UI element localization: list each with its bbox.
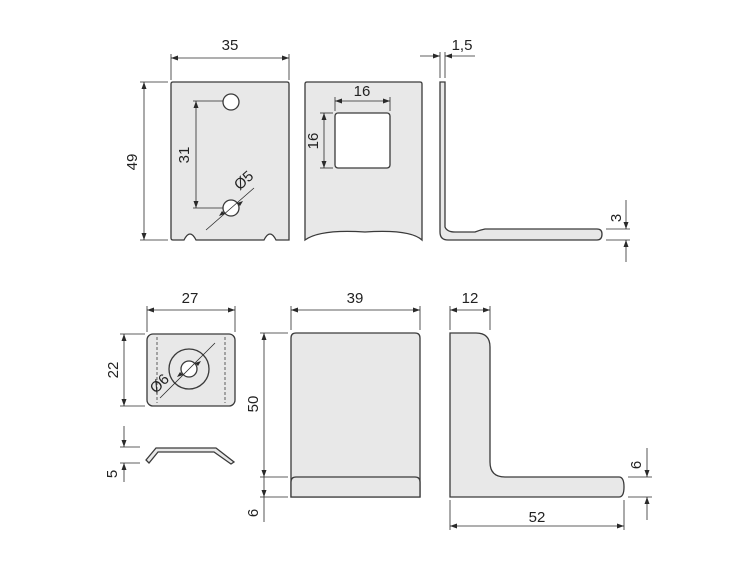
dim-label-6-front: 6: [245, 509, 262, 517]
dimension-foot-3: 3: [606, 200, 630, 262]
dim-label-39: 39: [347, 290, 364, 307]
dim-label-49: 49: [124, 154, 141, 171]
dim-label-22: 22: [105, 362, 122, 379]
plate-profile-view-e: [145, 447, 236, 465]
dimension-side-foot-6: 6: [628, 448, 652, 520]
dimension-plate-depth-5: 5: [104, 426, 140, 482]
dim-label-6-side: 6: [628, 461, 645, 469]
dimension-plate-width-27: 27: [146, 290, 236, 332]
dim-label-16-width: 16: [354, 83, 371, 100]
dimension-height-49: 49: [124, 81, 168, 241]
bracket-side-view-g: [449, 332, 625, 498]
bracket-front-view-f: [290, 332, 421, 498]
dim-label-35: 35: [222, 37, 239, 54]
dimension-width-35: 35: [170, 37, 290, 80]
square-window: [334, 112, 391, 169]
dim-label-5: 5: [104, 470, 121, 478]
bracket-front-view-a: [170, 81, 290, 241]
dim-label-16-height: 16: [305, 133, 322, 150]
dimension-thickness-1-5: 1,5: [420, 37, 475, 78]
dim-label-50: 50: [245, 396, 262, 413]
dimension-side-length-52: 52: [449, 500, 625, 530]
dimension-side-top-12: 12: [449, 290, 491, 330]
upper-hole: [222, 93, 240, 111]
dim-label-1-5: 1,5: [452, 37, 473, 54]
dim-label-12: 12: [462, 290, 479, 307]
dim-label-3: 3: [608, 214, 625, 222]
dimension-plate-height-22: 22: [105, 333, 145, 407]
dimension-hole-spacing-31: 31: [176, 100, 223, 209]
dim-label-52: 52: [529, 509, 546, 526]
dim-label-27: 27: [182, 290, 199, 307]
dimension-front-width-39: 39: [290, 290, 421, 330]
bracket-front-view-b: [304, 81, 423, 242]
dimension-front-foot-6: 6: [245, 477, 288, 522]
dim-label-31: 31: [176, 147, 193, 164]
dimension-front-height-50: 50: [245, 332, 288, 478]
dimension-window-height-16: 16: [305, 112, 333, 169]
bracket-side-view-c: [439, 81, 603, 241]
front-foot-lip: [290, 476, 421, 498]
dimension-window-width-16: 16: [334, 83, 391, 111]
